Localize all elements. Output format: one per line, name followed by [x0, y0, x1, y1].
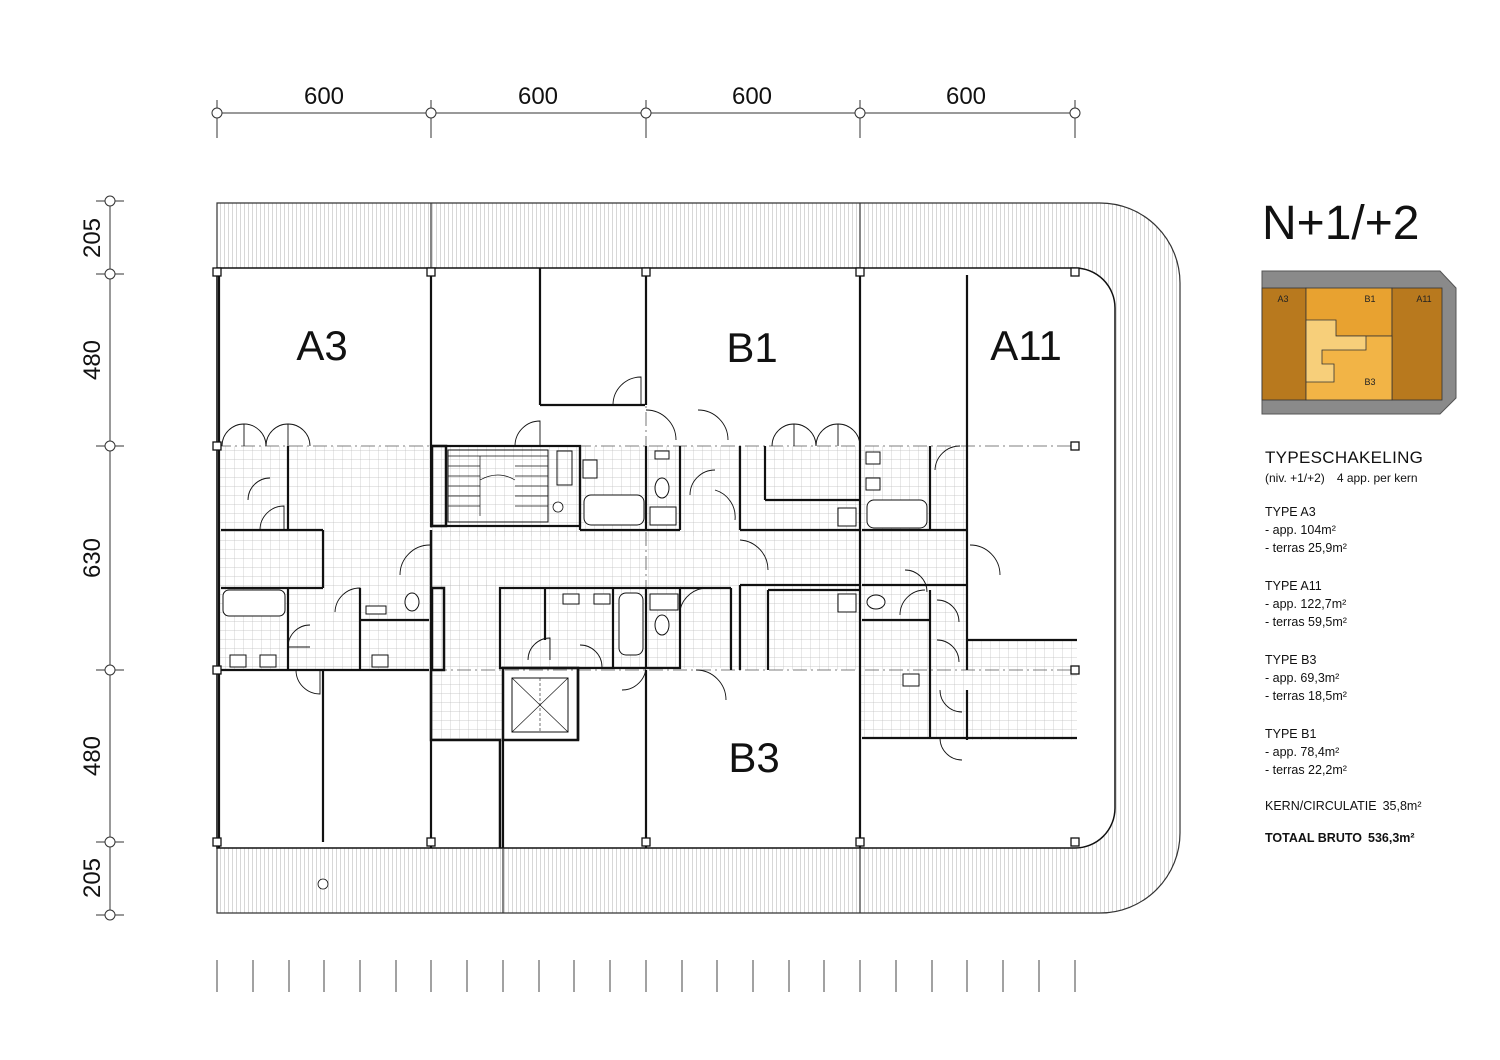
- key-plan: A3 B1 A11 B3: [1261, 270, 1457, 415]
- dimension-label-h2: 600: [518, 83, 558, 110]
- legend-count: 4 app. per kern: [1336, 471, 1418, 485]
- dimension-label-v3: 630: [79, 538, 106, 578]
- kern-value: 35,8m²: [1382, 799, 1422, 813]
- dimension-label-v2: 480: [79, 340, 106, 380]
- type-app-area: - app. 78,4m²: [1265, 745, 1340, 759]
- type-a3-block: TYPE A3 - app. 104m² - terras 25,9m²: [1265, 503, 1495, 557]
- type-app-area: - app. 69,3m²: [1265, 671, 1340, 685]
- dimension-label-h4: 600: [946, 83, 986, 110]
- dimension-label-v5: 205: [79, 858, 106, 898]
- kern-label: KERN/CIRCULATIE: [1265, 799, 1377, 813]
- total-gross-area: TOTAAL BRUTO 536,3m²: [1265, 831, 1495, 845]
- type-terrace-area: - terras 18,5m²: [1265, 689, 1347, 703]
- key-plan-label-b1: B1: [1364, 294, 1375, 304]
- type-terrace-area: - terras 59,5m²: [1265, 615, 1347, 629]
- legend-subtitle: (niv. +1/+2) 4 app. per kern: [1265, 471, 1495, 485]
- bathtubs: [222, 494, 928, 656]
- key-plan-label-b3: B3: [1364, 377, 1375, 387]
- type-name: TYPE B1: [1265, 727, 1317, 741]
- floor-level-title: N+1/+2: [1262, 197, 1420, 250]
- type-a11-block: TYPE A11 - app. 122,7m² - terras 59,5m²: [1265, 577, 1495, 631]
- unit-label-a3: A3: [296, 322, 347, 369]
- door-swings: [221, 376, 1001, 761]
- service-markers: [317, 501, 564, 890]
- type-name: TYPE A11: [1265, 579, 1322, 593]
- dimension-label-v4: 480: [79, 736, 106, 776]
- type-app-area: - app. 122,7m²: [1265, 597, 1347, 611]
- core-outline: [429, 530, 580, 848]
- toilets-and-sinks: [229, 450, 920, 687]
- dimension-label-h3: 600: [732, 83, 772, 110]
- unit-label-a11: A11: [990, 322, 1062, 369]
- type-terrace-area: - terras 22,2m²: [1265, 763, 1347, 777]
- legend-level: (niv. +1/+2): [1265, 471, 1325, 485]
- total-label: TOTAAL BRUTO: [1265, 831, 1362, 845]
- vertical-dimension-line: [96, 195, 124, 921]
- kern-circulation-area: KERN/CIRCULATIE 35,8m²: [1265, 799, 1495, 813]
- dimension-label-v1: 205: [79, 218, 106, 258]
- horizontal-dimension-line: [211, 100, 1081, 138]
- key-plan-label-a3: A3: [1277, 294, 1288, 304]
- type-b1-block: TYPE B1 - app. 78,4m² - terras 22,2m²: [1265, 725, 1495, 779]
- type-terrace-area: - terras 25,9m²: [1265, 541, 1347, 555]
- dimension-label-h1: 600: [304, 83, 344, 110]
- stair-core: [430, 444, 573, 672]
- key-plan-label-a11: A11: [1416, 294, 1431, 304]
- bottom-ticks: [216, 960, 1076, 992]
- unit-label-b3: B3: [728, 734, 779, 781]
- area-legend: TYPESCHAKELING (niv. +1/+2) 4 app. per ke…: [1265, 448, 1495, 845]
- interior-walls: [217, 268, 1077, 848]
- unit-label-b1: B1: [726, 324, 777, 371]
- type-b3-block: TYPE B3 - app. 69,3m² - terras 18,5m²: [1265, 651, 1495, 705]
- type-name: TYPE A3: [1265, 505, 1316, 519]
- type-name: TYPE B3: [1265, 653, 1317, 667]
- columns: [212, 267, 1080, 847]
- total-value: 536,3m²: [1368, 831, 1415, 845]
- lift-shaft: [501, 666, 580, 742]
- legend-title: TYPESCHAKELING: [1265, 448, 1424, 467]
- type-app-area: - app. 104m²: [1265, 523, 1336, 537]
